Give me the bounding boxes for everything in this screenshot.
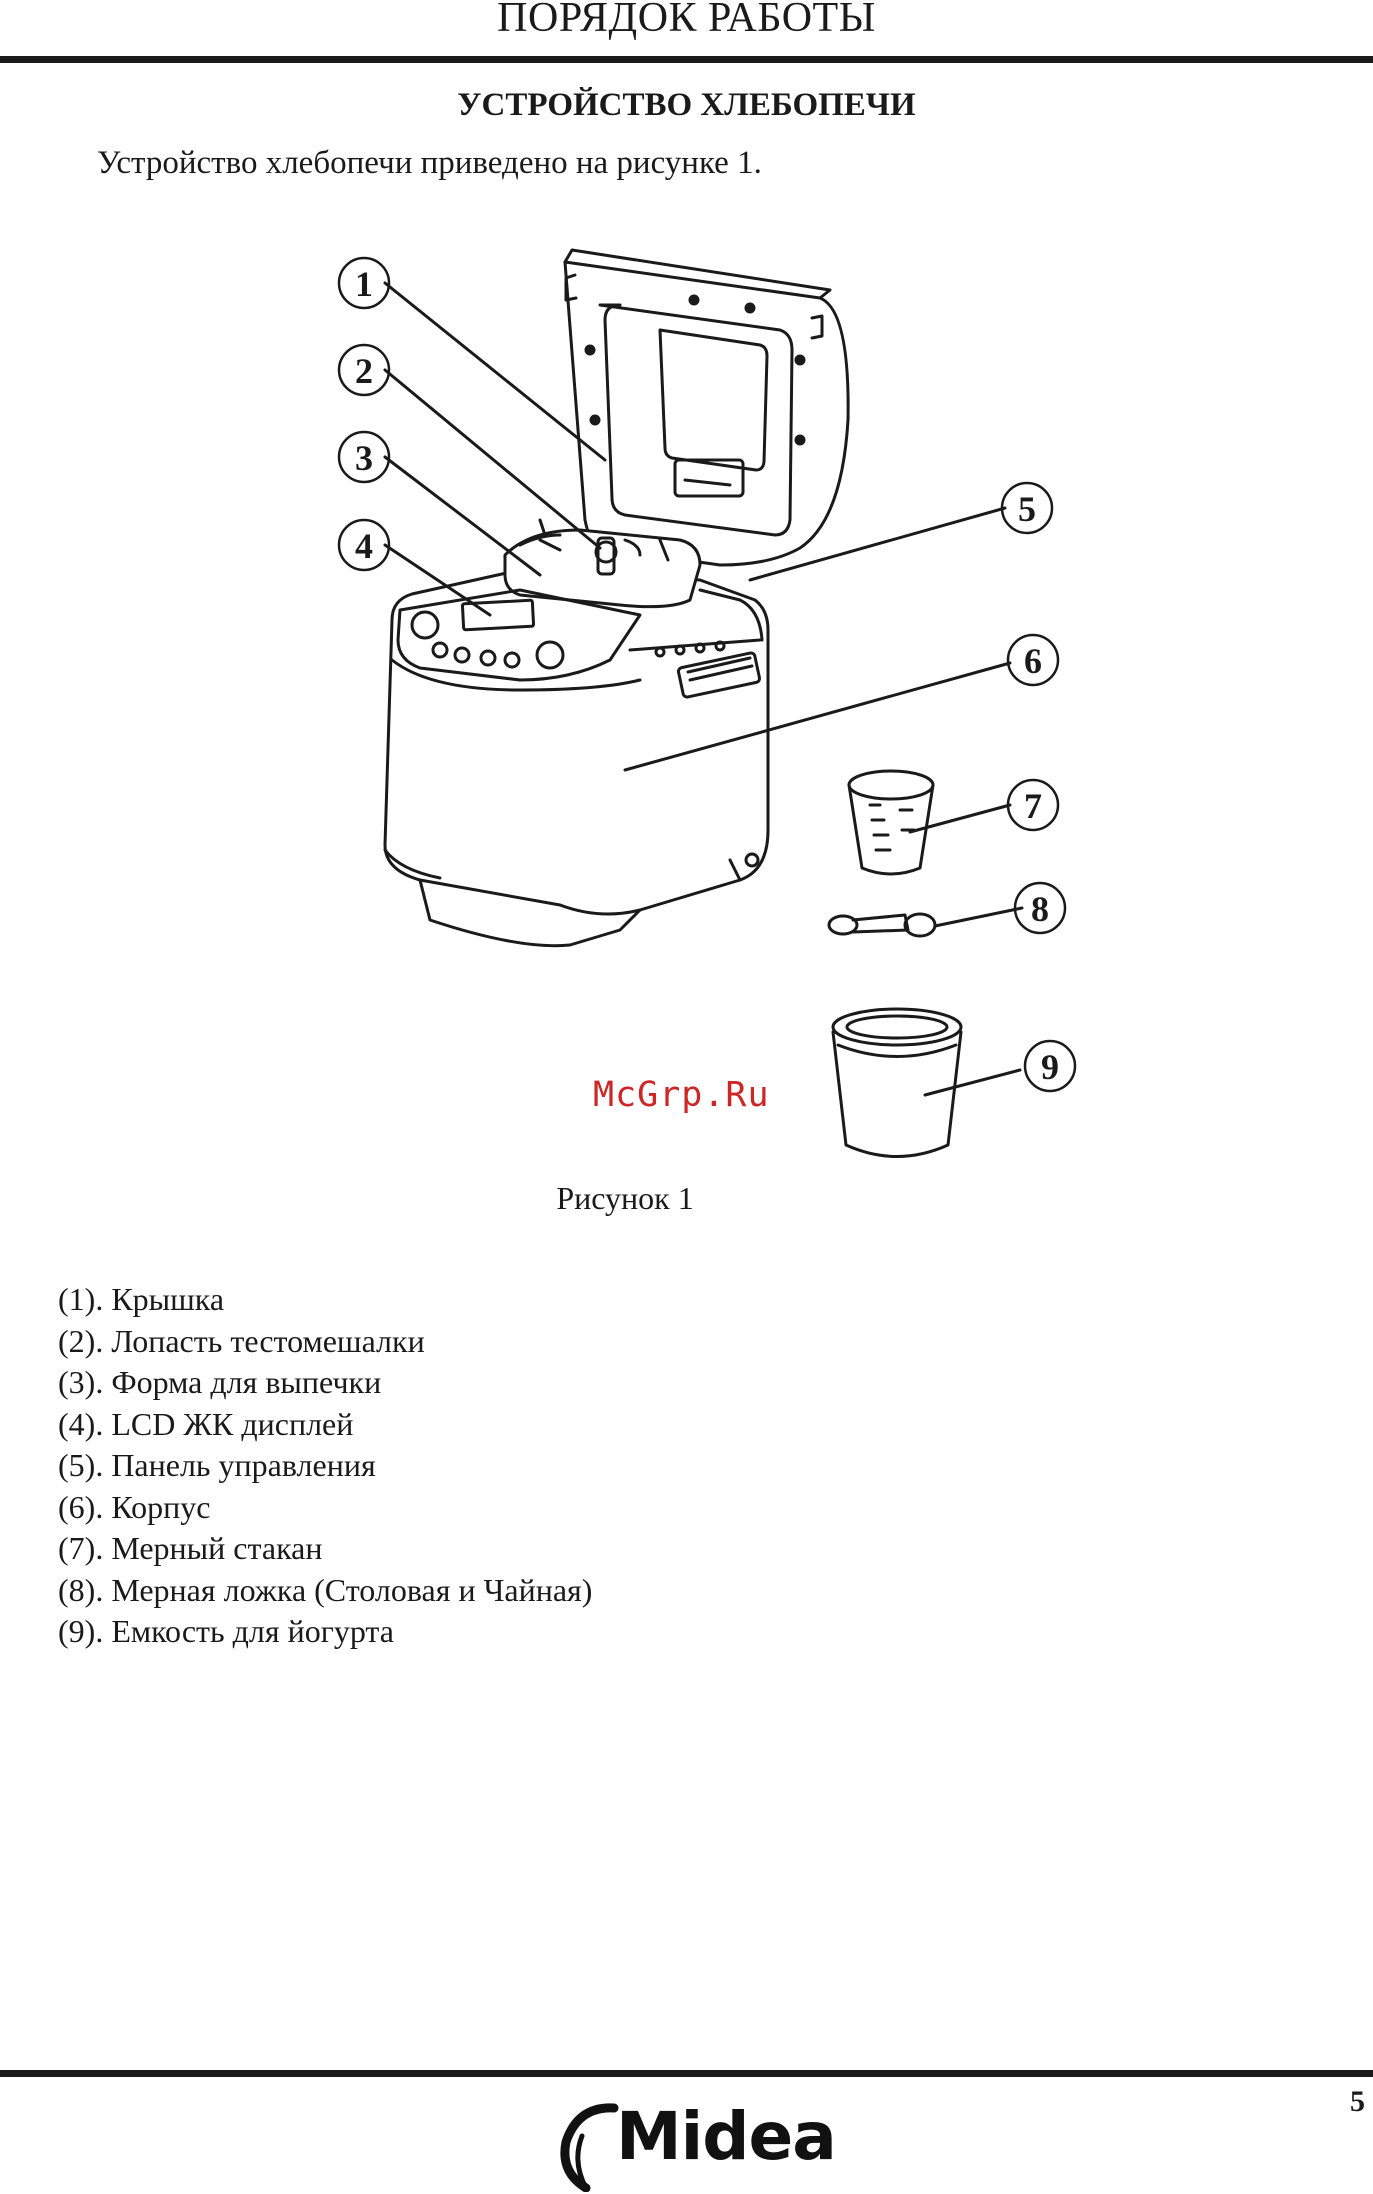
list-item: (7). Мерный стакан [58,1530,323,1566]
callout-1: 1 [355,264,373,304]
list-item: (9). Емкость для йогурта [58,1613,394,1649]
intro-text: Устройство хлебопечи приведено на рисунк… [97,145,762,181]
list-item: (3). Форма для выпечки [58,1364,382,1400]
midea-logo: Midea [556,2092,837,2192]
list-item: (2). Лопасть тестомешалки [58,1322,425,1359]
footer-rule [0,2070,1373,2077]
pan-drawing [503,518,764,642]
midea-swoosh-icon [560,2103,619,2192]
callout-2: 2 [355,351,373,391]
control-panel-drawing [396,588,762,682]
list-item: (4). LCD ЖК дисплей [58,1405,354,1442]
callout-5: 5 [1018,489,1036,529]
page-header-title: ПОРЯДОК РАБОТЫ [497,0,876,41]
callout-3: 3 [355,438,373,478]
body-drawing [383,568,770,948]
figure-caption: Рисунок 1 [556,1180,694,1216]
callout-circles [337,256,1077,1093]
watermark: McGrp.Ru [593,1075,770,1115]
callout-9: 9 [1041,1047,1059,1087]
callout-6: 6 [1024,641,1042,681]
list-item: (5). Панель управления [58,1447,376,1483]
lid-drawing [563,248,850,567]
list-item: (1). Крышка [58,1281,225,1317]
list-item: (8). Мерная ложка (Столовая и Чайная) [58,1571,593,1608]
brand-name: Midea [616,2098,837,2175]
callout-8: 8 [1031,889,1049,929]
header-rule [0,56,1373,63]
measuring-cup-drawing [847,769,935,876]
measuring-spoon-drawing [827,912,937,938]
leader-lines [383,281,1024,1097]
yogurt-container-drawing [831,1007,963,1158]
parts-list: (1). Крышка (2). Лопасть тестомешалки (3… [58,1279,592,1653]
callout-4: 4 [355,526,373,566]
section-title: УСТРОЙСТВО ХЛЕБОПЕЧИ [457,87,916,123]
callout-7: 7 [1024,786,1042,826]
page-number: 5 [1350,2085,1365,2118]
list-item: (6). Корпус [58,1488,211,1525]
